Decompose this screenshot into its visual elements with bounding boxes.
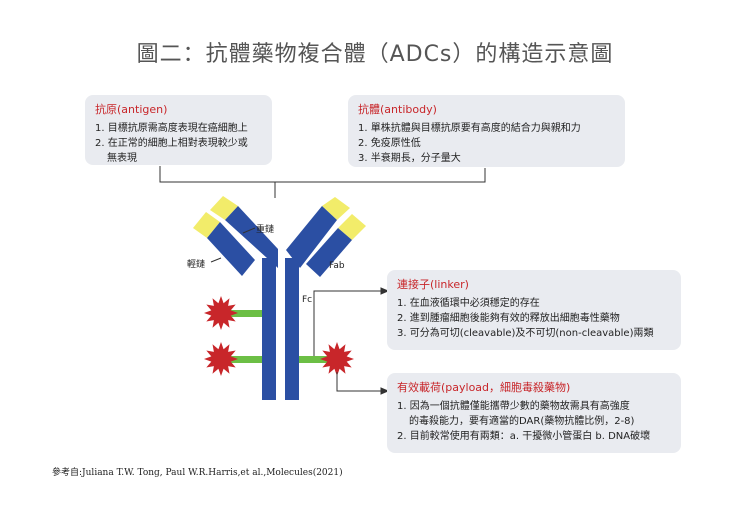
right-heavy-yellow bbox=[322, 197, 350, 220]
stem-left bbox=[262, 258, 276, 400]
diagram-title: 圖二：抗體藥物複合體（ADCs）的構造示意圖 bbox=[136, 42, 614, 67]
antibody-line-1: 1. 單株抗體與目標抗原要有高度的結合力與親和力 bbox=[358, 123, 581, 134]
fab-label: Fab bbox=[329, 261, 345, 271]
linker-arrowhead bbox=[380, 287, 390, 295]
right-heavy-blue bbox=[286, 206, 337, 268]
linker-lower-right bbox=[299, 356, 329, 363]
right-arm-light bbox=[306, 214, 366, 277]
antigen-heading: 抗原(antigen) bbox=[95, 103, 168, 116]
linker-callout bbox=[313, 290, 383, 356]
payload-arrowhead bbox=[380, 387, 390, 395]
payload-box: 有效載荷(payload，細胞毒殺藥物) 1. 因為一個抗體僅能攜帶少數的藥物故… bbox=[387, 373, 681, 453]
antigen-line-3: 無表現 bbox=[107, 153, 137, 164]
stem-right bbox=[285, 258, 299, 400]
bracket bbox=[159, 166, 486, 198]
left-heavy-yellow bbox=[210, 196, 238, 220]
payload-lower-left bbox=[204, 342, 238, 376]
payload-line-3: 2. 目前較常使用有兩類：a. 干擾微小管蛋白 b. DNA破壞 bbox=[397, 431, 651, 442]
antibody-box: 抗體(antibody) 1. 單株抗體與目標抗原要有高度的結合力與親和力 2.… bbox=[348, 95, 625, 167]
bracket-line bbox=[159, 166, 486, 183]
callouts bbox=[210, 227, 390, 395]
linker-line-1: 1. 在血液循環中必須穩定的存在 bbox=[397, 298, 540, 309]
linker-box: 連接子(linker) 1. 在血液循環中必須穩定的存在 2. 進到腫瘤細胞後能… bbox=[387, 270, 681, 350]
left-light-yellow bbox=[193, 212, 220, 238]
linker-upper bbox=[230, 310, 262, 317]
payload-line-1: 1. 因為一個抗體僅能攜帶少數的藥物故需具有高強度 bbox=[397, 401, 630, 412]
right-arm-heavy bbox=[286, 197, 350, 268]
linker-line-2: 2. 進到腫瘤細胞後能夠有效的釋放出細胞毒性藥物 bbox=[397, 313, 620, 324]
fc-label: Fc bbox=[302, 295, 313, 305]
antigen-line-1: 1. 目標抗原需高度表現在癌細胞上 bbox=[95, 123, 248, 134]
right-light-blue bbox=[306, 228, 352, 277]
linker-line-3: 3. 可分為可切(cleavable)及不可切(non-cleavable)兩類 bbox=[397, 328, 654, 339]
light-chain-label: 輕鏈 bbox=[187, 260, 206, 270]
antibody-line-2: 2. 免疫原性低 bbox=[358, 138, 421, 149]
right-light-yellow bbox=[338, 214, 366, 240]
left-arm-light bbox=[193, 212, 255, 276]
antigen-box: 抗原(antigen) 1. 目標抗原需高度表現在癌細胞上 2. 在正常的細胞上… bbox=[85, 95, 272, 165]
payload-line-2: 的毒殺能力，要有適當的DAR(藥物抗體比例，2-8) bbox=[409, 416, 635, 427]
heavy-chain-label: 重鏈 bbox=[256, 225, 275, 235]
left-heavy-blue bbox=[225, 206, 278, 268]
antibody-heading: 抗體(antibody) bbox=[358, 103, 437, 116]
antigen-line-2: 2. 在正常的細胞上相對表現較少或 bbox=[95, 138, 248, 149]
light-chain-pointer bbox=[210, 257, 222, 263]
payload-lower-right bbox=[320, 342, 354, 376]
antibody-line-3: 3. 半衰期長，分子量大 bbox=[358, 153, 461, 164]
left-light-blue bbox=[207, 222, 255, 276]
reference-note: 參考自:Juliana T.W. Tong, Paul W.R.Harris,e… bbox=[52, 468, 343, 478]
heavy-chain-pointer bbox=[242, 227, 256, 234]
linker-lower-left bbox=[230, 356, 262, 363]
payload-upper bbox=[204, 296, 238, 330]
payload-callout bbox=[336, 372, 383, 392]
linker-heading: 連接子(linker) bbox=[397, 278, 469, 291]
left-arm-heavy bbox=[210, 196, 278, 268]
payload-heading: 有效載荷(payload，細胞毒殺藥物) bbox=[397, 381, 571, 394]
